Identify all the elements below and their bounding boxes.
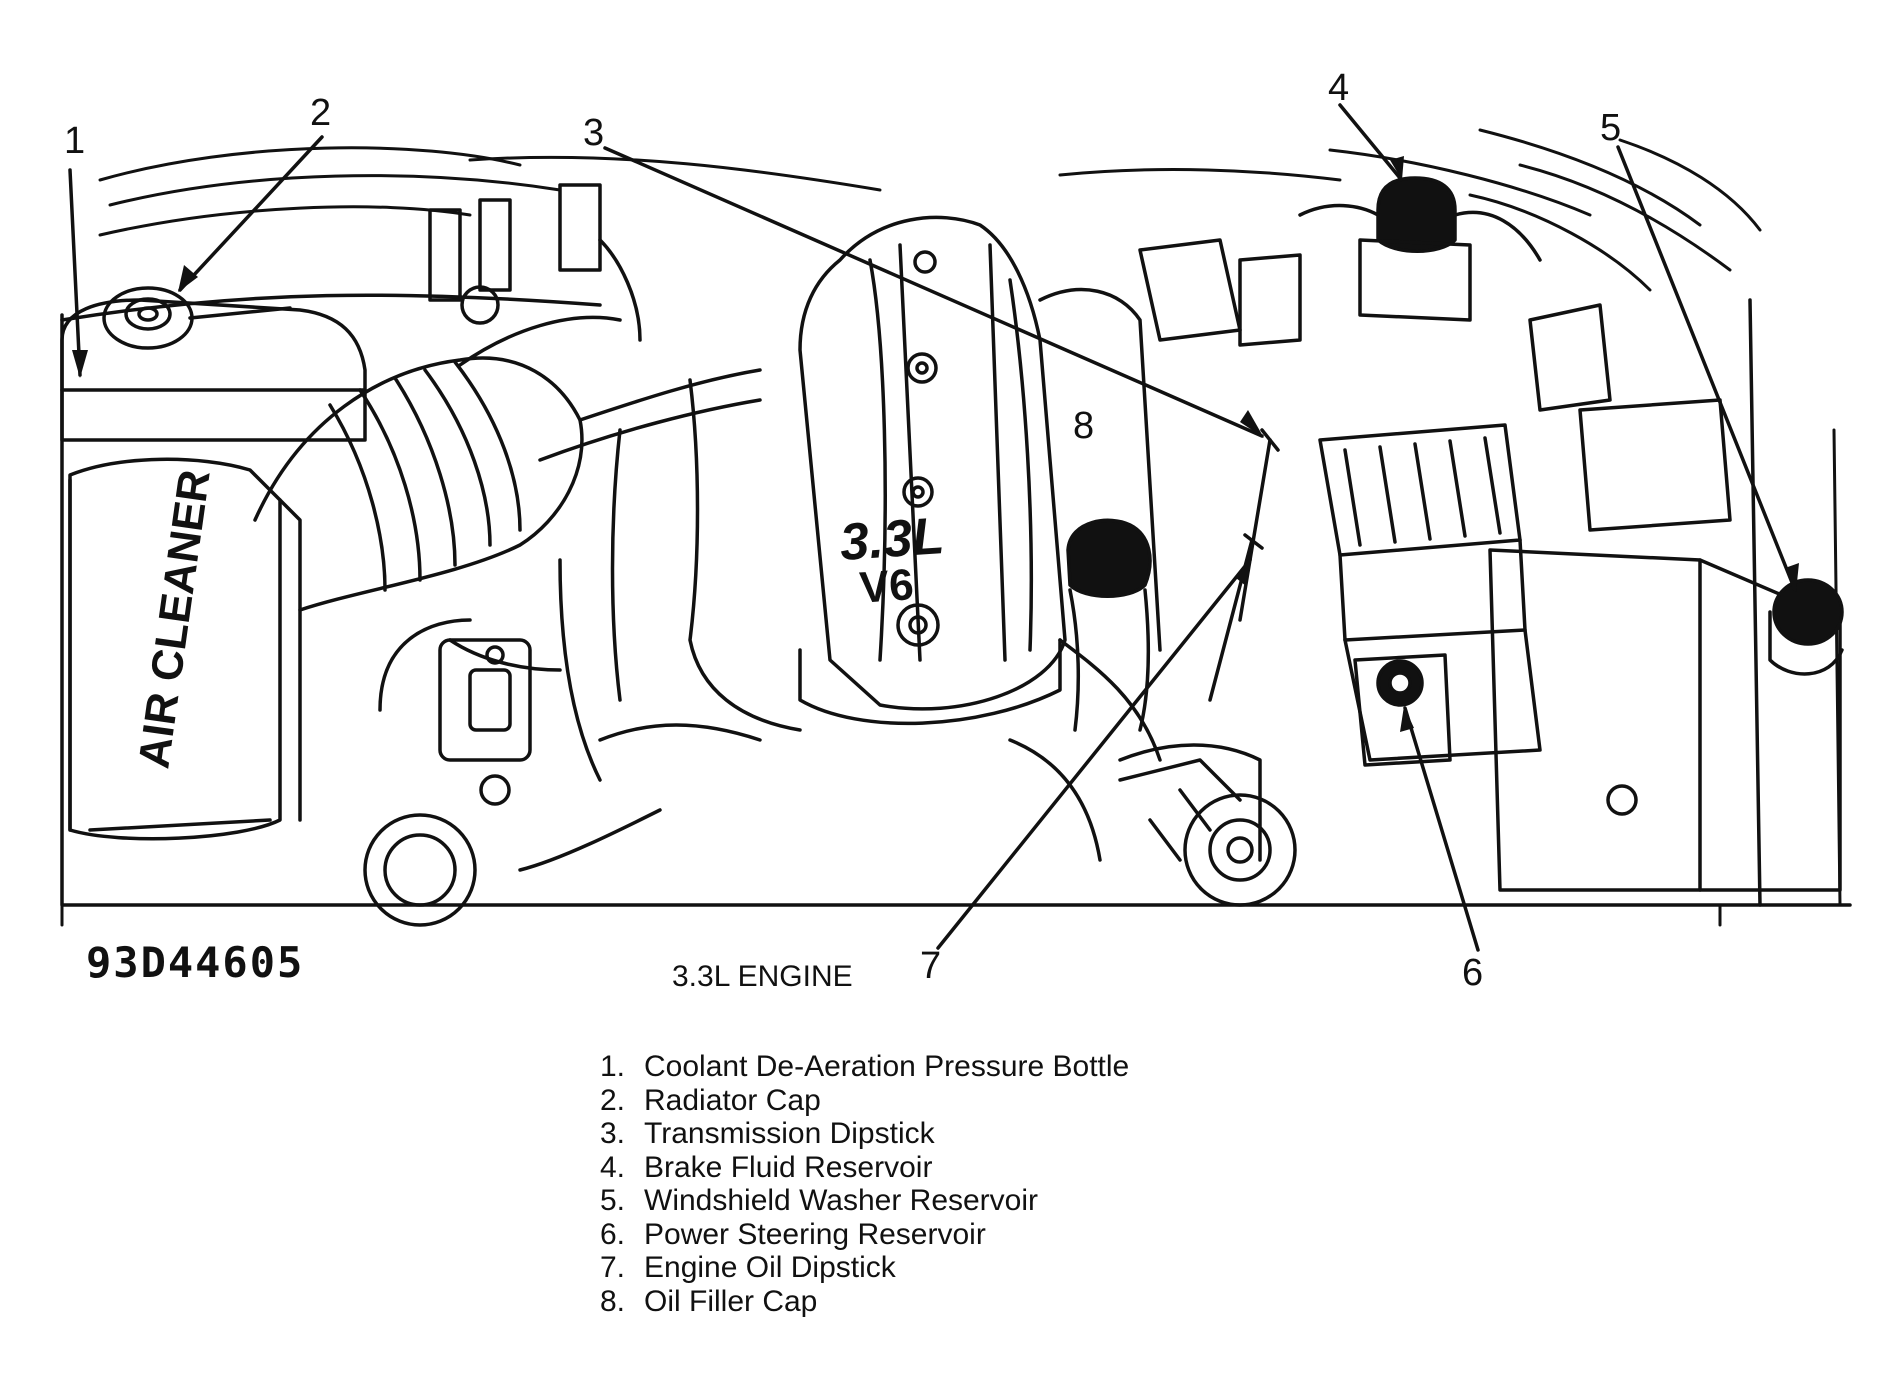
engine-block-left [363, 183, 802, 927]
callout-2: 2 [310, 92, 331, 134]
legend-label: Oil Filler Cap [644, 1284, 818, 1318]
legend-number: 7. [600, 1251, 626, 1284]
figure-caption: 3.3L ENGINE [672, 960, 853, 993]
legend-item: 4. Brake Fluid Reservoir [600, 1151, 1129, 1185]
callout-5: 5 [1600, 107, 1621, 149]
legend-number: 4. [600, 1150, 626, 1184]
air-intake-duct [253, 315, 762, 612]
engine-oil-dipstick [1208, 533, 1264, 702]
coolant-bottle [60, 298, 367, 442]
cowl-lines [98, 128, 1762, 292]
alternator [1118, 758, 1242, 862]
legend-label: Brake Fluid Reservoir [644, 1150, 933, 1184]
legend-label: Radiator Cap [644, 1083, 821, 1117]
transmission-dipstick [1238, 428, 1280, 622]
legend-label: Transmission Dipstick [644, 1117, 935, 1150]
legend-number: 2. [600, 1083, 626, 1117]
callout-6: 6 [1462, 952, 1483, 994]
legend-label: Coolant De-Aeration Pressure Bottle [644, 1050, 1130, 1083]
legend-number: 6. [600, 1217, 626, 1251]
washer-reservoir [1768, 578, 1844, 676]
legend-item: 7. Engine Oil Dipstick [600, 1251, 1129, 1285]
legend-item: 8. Oil Filler Cap [600, 1285, 1129, 1319]
legend-number: 8. [600, 1284, 626, 1318]
legend-label: Windshield Washer Reservoir [644, 1184, 1039, 1217]
air-cleaner-label: AIR CLEANER [129, 467, 219, 772]
callout-numbers: 1 2 3 4 5 6 7 8 [64, 67, 1621, 994]
callout-7: 7 [920, 945, 941, 987]
leader-arrowheads [72, 156, 1799, 732]
power-steering-reservoir [1353, 653, 1452, 767]
legend-label: Engine Oil Dipstick [644, 1251, 896, 1284]
legend-item: 3. Transmission Dipstick [600, 1117, 1129, 1151]
leader-lines [68, 103, 1797, 952]
callout-3: 3 [583, 112, 604, 154]
callout-4: 4 [1328, 67, 1349, 109]
legend-item: 5. Windshield Washer Reservoir [600, 1184, 1129, 1218]
legend-item: 6. Power Steering Reservoir [600, 1218, 1129, 1252]
callout-1: 1 [64, 120, 85, 162]
legend-number: 1. [600, 1050, 626, 1083]
brake-fluid-reservoir [1298, 176, 1542, 322]
legend-number: 5. [600, 1184, 626, 1217]
figure-id: 93D44605 [86, 938, 305, 987]
oil-filler-cap [1066, 518, 1152, 732]
valve-cover-cylinders: V6 [858, 560, 915, 613]
legend-item: 1. Coolant De-Aeration Pressure Bottle [600, 1050, 1129, 1084]
legend-number: 3. [600, 1117, 626, 1150]
valve-cover [798, 215, 1067, 726]
component-legend: 1. Coolant De-Aeration Pressure Bottle 2.… [600, 1050, 1129, 1318]
battery-fuse-box [1318, 303, 1842, 892]
legend-item: 2. Radiator Cap [600, 1084, 1129, 1118]
callout-8: 8 [1073, 405, 1094, 447]
air-cleaner-box [68, 457, 302, 841]
valve-cover-displacement: 3.3L [838, 507, 946, 572]
radiator-cap [102, 286, 292, 350]
legend-label: Power Steering Reservoir [644, 1217, 986, 1251]
